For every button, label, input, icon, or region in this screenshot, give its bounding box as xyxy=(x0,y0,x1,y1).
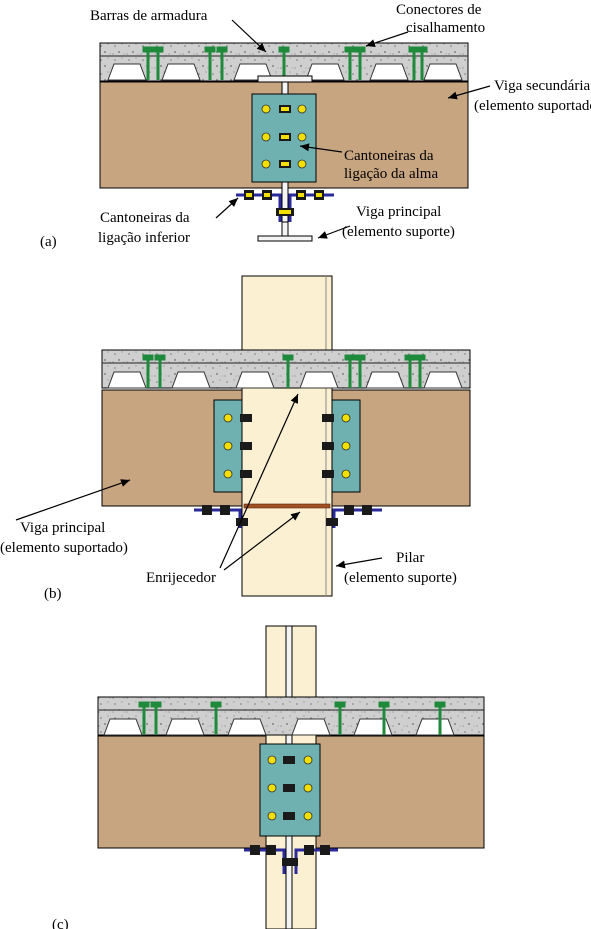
panel-c: (c) xyxy=(52,625,485,929)
label-main-beam-1: Viga principal xyxy=(356,204,441,220)
label-stiffener: Enrijecedor xyxy=(146,570,216,586)
label-web-angles-1: Cantoneiras da xyxy=(344,148,434,164)
label-column-2: (elemento suporte) xyxy=(344,570,457,586)
label-secondary-1: Viga secundária xyxy=(494,78,590,94)
label-web-angles-2: ligação da alma xyxy=(344,166,438,182)
beam-left-c xyxy=(97,735,267,849)
bolts xyxy=(261,104,307,169)
panel-a: Barras de armadura Conectores de cisalha… xyxy=(40,2,591,250)
panel-c-tag: (c) xyxy=(52,917,69,929)
steel-deck xyxy=(107,63,463,81)
label-main-beam-b-2: (elemento suportado) xyxy=(0,540,128,556)
label-bottom-angles-2: ligação inferior xyxy=(98,230,190,246)
stiffener xyxy=(243,503,331,509)
panel-a-tag: (a) xyxy=(40,234,57,250)
label-main-beam-b-1: Viga principal xyxy=(20,520,105,536)
label-bottom-angles-1: Cantoneiras da xyxy=(100,210,190,226)
shear-connectors xyxy=(142,46,428,80)
column xyxy=(241,275,333,597)
panel-b: Viga principal (elemento suportado) Enri… xyxy=(0,275,471,602)
label-column-1: Pilar xyxy=(396,550,424,566)
beam-right-c xyxy=(315,735,485,849)
label-main-beam-2: (elemento suporte) xyxy=(342,224,455,240)
label-connectors-1: Conectores de xyxy=(396,2,482,18)
label-rebars: Barras de armadura xyxy=(90,8,208,24)
label-secondary-2: (elemento suportado) xyxy=(474,98,591,114)
panel-b-tag: (b) xyxy=(44,586,62,602)
label-connectors-2: cisalhamento xyxy=(406,20,485,36)
